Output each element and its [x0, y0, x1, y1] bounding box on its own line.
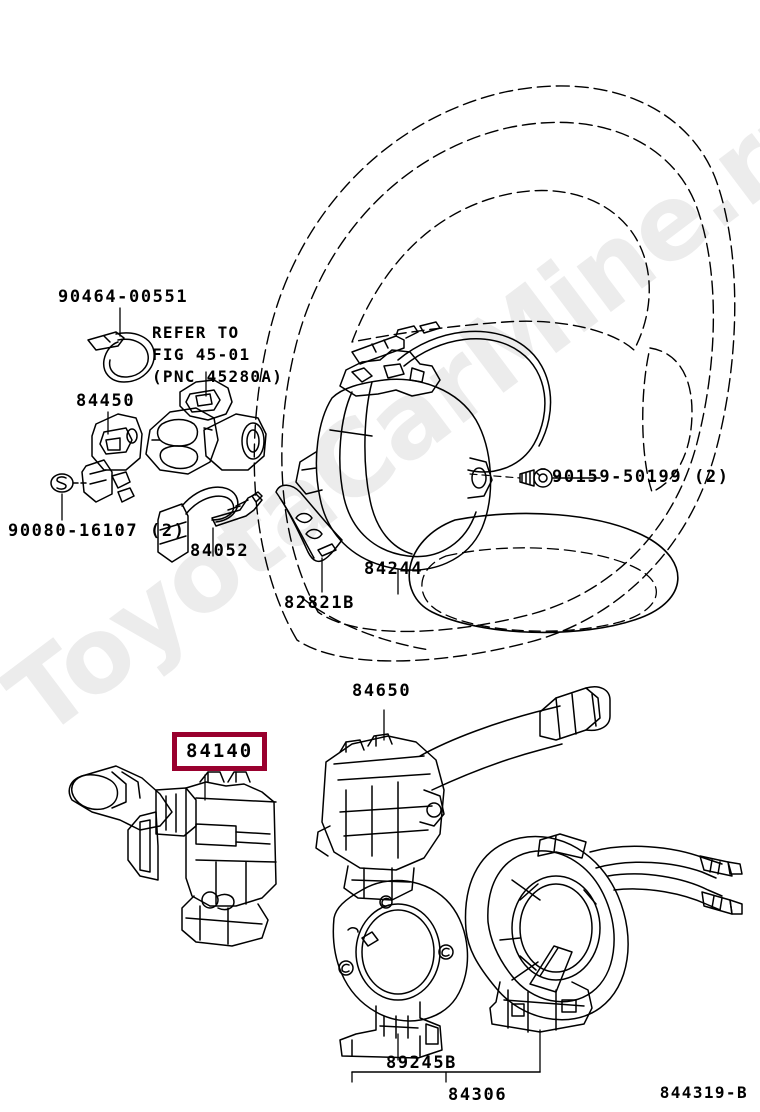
callout-89245b: 89245B [386, 1053, 458, 1073]
steering-wheel-outline [253, 85, 736, 662]
callout-84306: 84306 [448, 1085, 508, 1105]
airbag-bolt-90159 [519, 468, 553, 488]
wiper-switch-84650 [315, 686, 611, 901]
leader-lines [61, 307, 541, 1083]
callout-90464-00551: 90464-00551 [58, 287, 189, 307]
callout-90159-50199: 90159-50199 (2) [552, 467, 730, 487]
callout-84450: 84450 [76, 391, 136, 411]
airbag-module-84244 [295, 321, 552, 571]
wire-clamp-90464 [87, 331, 155, 383]
callout-84650: 84650 [352, 681, 412, 701]
turn-signal-switch-84140 [68, 765, 277, 947]
callout-82821b: 82821B [284, 593, 356, 613]
callout-84244: 84244 [364, 559, 424, 579]
figure-id: 844319-B [659, 1083, 748, 1102]
airbag-bolt-leader [469, 473, 521, 479]
highlighted-part-number: 84140 [186, 740, 254, 762]
screw-symbol-90080 [50, 473, 87, 493]
horn-cover-82821b [275, 484, 343, 562]
callout-refer-to-line3: (PNC 45280A) [152, 367, 284, 386]
wheel-spoke-lower [408, 512, 679, 634]
ignition-lock-84450 [81, 379, 267, 503]
key-switch-84052 [157, 486, 263, 563]
wheel-rim-window-right [642, 347, 693, 493]
wheel-spoke-opening-upper [351, 189, 650, 351]
callout-refer-to-line1: REFER TO [152, 323, 240, 342]
highlighted-part-84140[interactable]: 84140 [172, 732, 268, 771]
callout-refer-to-line2: FIG 45-01 [152, 345, 251, 364]
spiral-cable-84306 [464, 833, 743, 1033]
steering-angle-sensor-89245b [332, 879, 469, 1059]
callout-84052: 84052 [190, 541, 250, 561]
callout-90080-16107: 90080-16107 (2) [8, 521, 186, 541]
